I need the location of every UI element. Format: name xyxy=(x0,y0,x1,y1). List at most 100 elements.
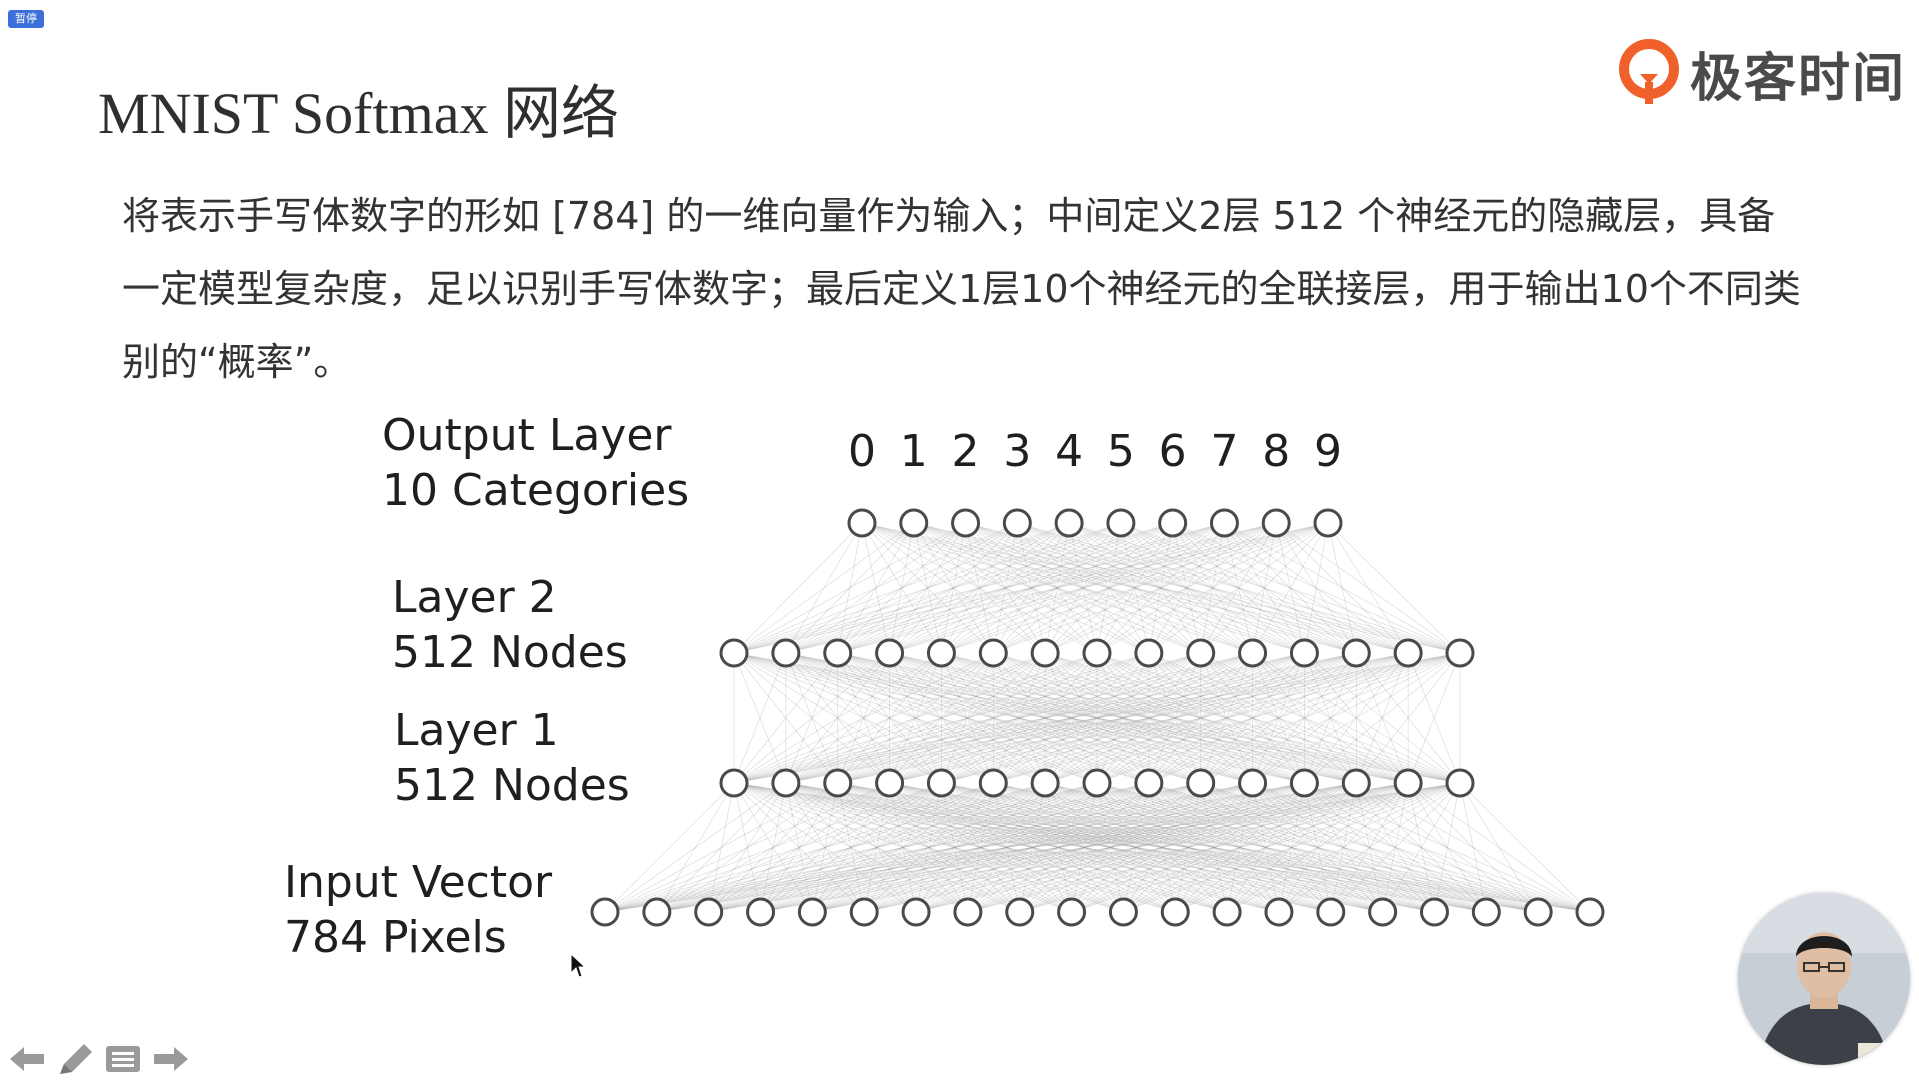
network-edge-output-layer2 xyxy=(941,522,1122,654)
network-edge-layer2-layer1 xyxy=(1045,652,1357,784)
network-edge-layer1-input xyxy=(1459,782,1539,913)
slide-toolbar xyxy=(6,1040,192,1078)
network-edge-layer2-layer1 xyxy=(837,652,1357,784)
network-edge-layer2-layer1 xyxy=(889,652,1253,784)
network-edge-output-layer2 xyxy=(993,522,1277,654)
network-edge-layer1-input xyxy=(1096,782,1228,913)
network-edge-layer1-input xyxy=(656,782,1409,913)
network-edge-layer1-input xyxy=(1304,782,1487,913)
network-edge-output-layer2 xyxy=(913,522,1046,654)
network-edge-layer1-input xyxy=(1071,782,1253,913)
pause-badge[interactable]: 暂停 xyxy=(8,10,44,28)
network-edge-output-layer2 xyxy=(785,522,1173,654)
network-edge-layer1-input xyxy=(993,782,1176,913)
network-edge-layer2-layer1 xyxy=(733,652,787,784)
network-edge-layer1-input xyxy=(1382,782,1461,913)
network-edge-layer1-input xyxy=(1226,782,1305,913)
network-edge-layer1-input xyxy=(967,782,1253,913)
network-edge-layer1-input xyxy=(1019,782,1098,913)
output-digit-label: 7 xyxy=(1210,426,1238,477)
network-edge-layer2-layer1 xyxy=(1148,652,1357,784)
network-edge-output-layer2 xyxy=(861,522,1305,654)
network-edge-layer2-layer1 xyxy=(993,652,1201,784)
network-edge-layer2-layer1 xyxy=(889,652,994,784)
network-edge-layer2-layer1 xyxy=(785,652,1253,784)
network-edge-layer2-layer1 xyxy=(1044,652,1305,784)
network-edge-layer1-input xyxy=(1200,782,1435,913)
network-edge-layer1-input xyxy=(1175,782,1305,913)
network-edge-layer1-input xyxy=(812,782,1253,913)
network-edge-layer2-layer1 xyxy=(1252,652,1409,784)
input-node xyxy=(1316,897,1346,927)
output-node xyxy=(1002,508,1032,538)
input-node xyxy=(694,897,724,927)
layer1-label: Layer 1 512 Nodes xyxy=(394,703,630,813)
network-edge-layer1-input xyxy=(1407,782,1591,913)
network-edge-layer1-input xyxy=(941,782,1280,913)
layer2-node xyxy=(1030,638,1060,668)
network-edge-output-layer2 xyxy=(861,522,1046,654)
network-edge-layer1-input xyxy=(967,782,1046,913)
network-edge-layer1-input xyxy=(708,782,1046,913)
slide-menu-button[interactable] xyxy=(102,1040,144,1078)
network-edge-layer2-layer1 xyxy=(889,652,1461,784)
layer2-node xyxy=(719,638,749,668)
network-edge-layer1-input xyxy=(656,782,1098,913)
network-edge-layer1-input xyxy=(1071,782,1150,913)
network-edge-output-layer2 xyxy=(1068,522,1150,654)
network-edge-output-layer2 xyxy=(861,522,890,654)
next-slide-button[interactable] xyxy=(150,1040,192,1078)
network-edge-layer2-layer1 xyxy=(1252,652,1409,784)
network-edge-layer1-input xyxy=(785,782,1435,913)
layer1-node xyxy=(978,768,1008,798)
network-edge-output-layer2 xyxy=(861,522,1150,654)
network-edge-output-layer2 xyxy=(1044,522,1173,654)
mouse-cursor-icon xyxy=(570,953,586,978)
network-edge-layer1-input xyxy=(1123,782,1305,913)
network-edge-output-layer2 xyxy=(889,522,966,654)
layer2-node xyxy=(1134,638,1164,668)
network-edge-layer2-layer1 xyxy=(785,652,1461,784)
network-edge-layer1-input xyxy=(1045,782,1487,913)
network-edge-layer2-layer1 xyxy=(1044,652,1098,784)
network-edge-layer2-layer1 xyxy=(941,652,1150,784)
network-edge-layer1-input xyxy=(1148,782,1591,913)
network-edge-layer1-input xyxy=(1123,782,1202,913)
network-edge-layer2-layer1 xyxy=(941,652,1461,784)
network-edge-layer1-input xyxy=(812,782,1098,913)
description-paragraph: 将表示手写体数字的形如 [784] 的一维向量作为输入；中间定义2层 512 个… xyxy=(122,194,1801,384)
network-edge-layer1-input xyxy=(656,782,1046,913)
network-edge-output-layer2 xyxy=(889,522,1070,654)
network-edge-output-layer2 xyxy=(1017,522,1201,654)
layer2-node xyxy=(926,638,956,668)
network-edge-layer1-input xyxy=(837,782,865,913)
output-node xyxy=(899,508,929,538)
network-edge-layer2-layer1 xyxy=(992,652,1046,784)
network-edge-output-layer2 xyxy=(733,522,1070,654)
network-edge-layer2-layer1 xyxy=(733,652,1149,784)
network-edge-layer1-input xyxy=(1304,782,1332,913)
network-edge-output-layer2 xyxy=(861,522,1201,654)
network-edge-output-layer2 xyxy=(837,522,1122,654)
network-edge-layer1-input xyxy=(1096,782,1124,913)
network-edge-output-layer2 xyxy=(1068,522,1357,654)
layer1-node xyxy=(1134,768,1164,798)
network-edge-layer1-input xyxy=(708,782,1461,913)
network-edge-layer1-input xyxy=(604,782,1098,913)
network-edge-output-layer2 xyxy=(733,522,1329,654)
input-node xyxy=(1264,897,1294,927)
input-node xyxy=(746,897,776,927)
previous-slide-button[interactable] xyxy=(6,1040,48,1078)
network-edge-output-layer2 xyxy=(837,522,1225,654)
pen-tool-button[interactable] xyxy=(54,1040,96,1078)
network-edge-layer2-layer1 xyxy=(1096,652,1305,784)
network-edge-output-layer2 xyxy=(1252,522,1329,654)
network-edge-layer1-input xyxy=(1019,782,1409,913)
network-edge-layer1-input xyxy=(1175,782,1357,913)
network-edge-output-layer2 xyxy=(1148,522,1329,654)
network-edge-layer1-input xyxy=(993,782,1591,913)
network-edge-layer1-input xyxy=(733,782,1435,913)
network-edge-layer1-input xyxy=(1045,782,1435,913)
network-edge-layer1-input xyxy=(760,782,1461,913)
